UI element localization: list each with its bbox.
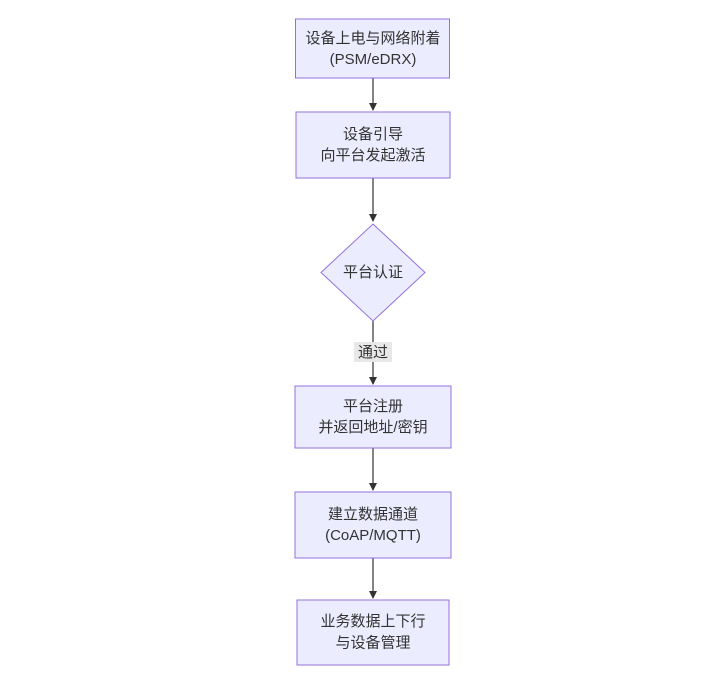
node-power-attach: 设备上电与网络附着 (PSM/eDRX) [295,18,450,79]
node-data-channel-box [294,491,452,559]
node-platform-auth-line1: 平台认证 [343,264,403,281]
node-platform-auth-diamond [320,223,426,322]
edge-label-pass-bg [354,342,392,362]
node-bootstrap: 设备引导 向平台发起激活 [295,111,451,179]
edge-label-pass-text: 通过 [358,344,388,361]
edge-label-pass: 通过 [354,342,392,362]
node-data-channel: 建立数据通道 (CoAP/MQTT) [294,491,452,559]
node-business-data-box [296,599,450,666]
node-data-channel-line1: 建立数据通道 [328,506,418,523]
node-power-attach-box [295,18,450,79]
node-power-attach-line1: 设备上电与网络附着 [305,30,440,47]
node-register-box [294,385,452,449]
node-business-data-line1: 业务数据上下行 [320,613,425,630]
node-register: 平台注册 并返回地址/密钥 [294,385,452,449]
node-business-data-line2: 与设备管理 [335,635,410,652]
node-platform-auth: 平台认证 [320,223,426,322]
node-bootstrap-line1: 设备引导 [343,126,403,143]
node-data-channel-line2: (CoAP/MQTT) [325,527,421,544]
node-register-line1: 平台注册 [343,398,403,415]
node-power-attach-line2: (PSM/eDRX) [330,51,417,68]
node-business-data: 业务数据上下行 与设备管理 [296,599,450,666]
node-bootstrap-box [295,111,451,179]
node-register-line2: 并返回地址/密钥 [318,419,427,436]
node-bootstrap-line2: 向平台发起激活 [320,147,425,164]
